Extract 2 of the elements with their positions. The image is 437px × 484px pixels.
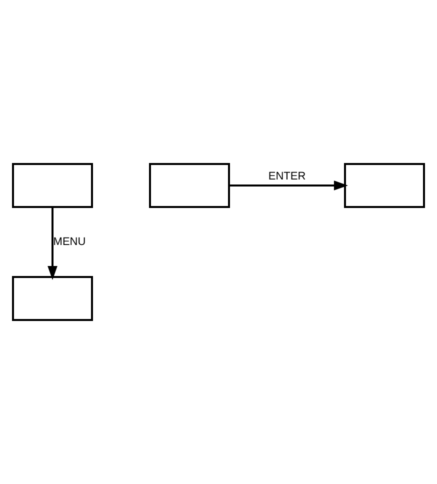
edge-label: MENU	[53, 236, 86, 248]
edge-label: ENTER	[268, 170, 306, 182]
